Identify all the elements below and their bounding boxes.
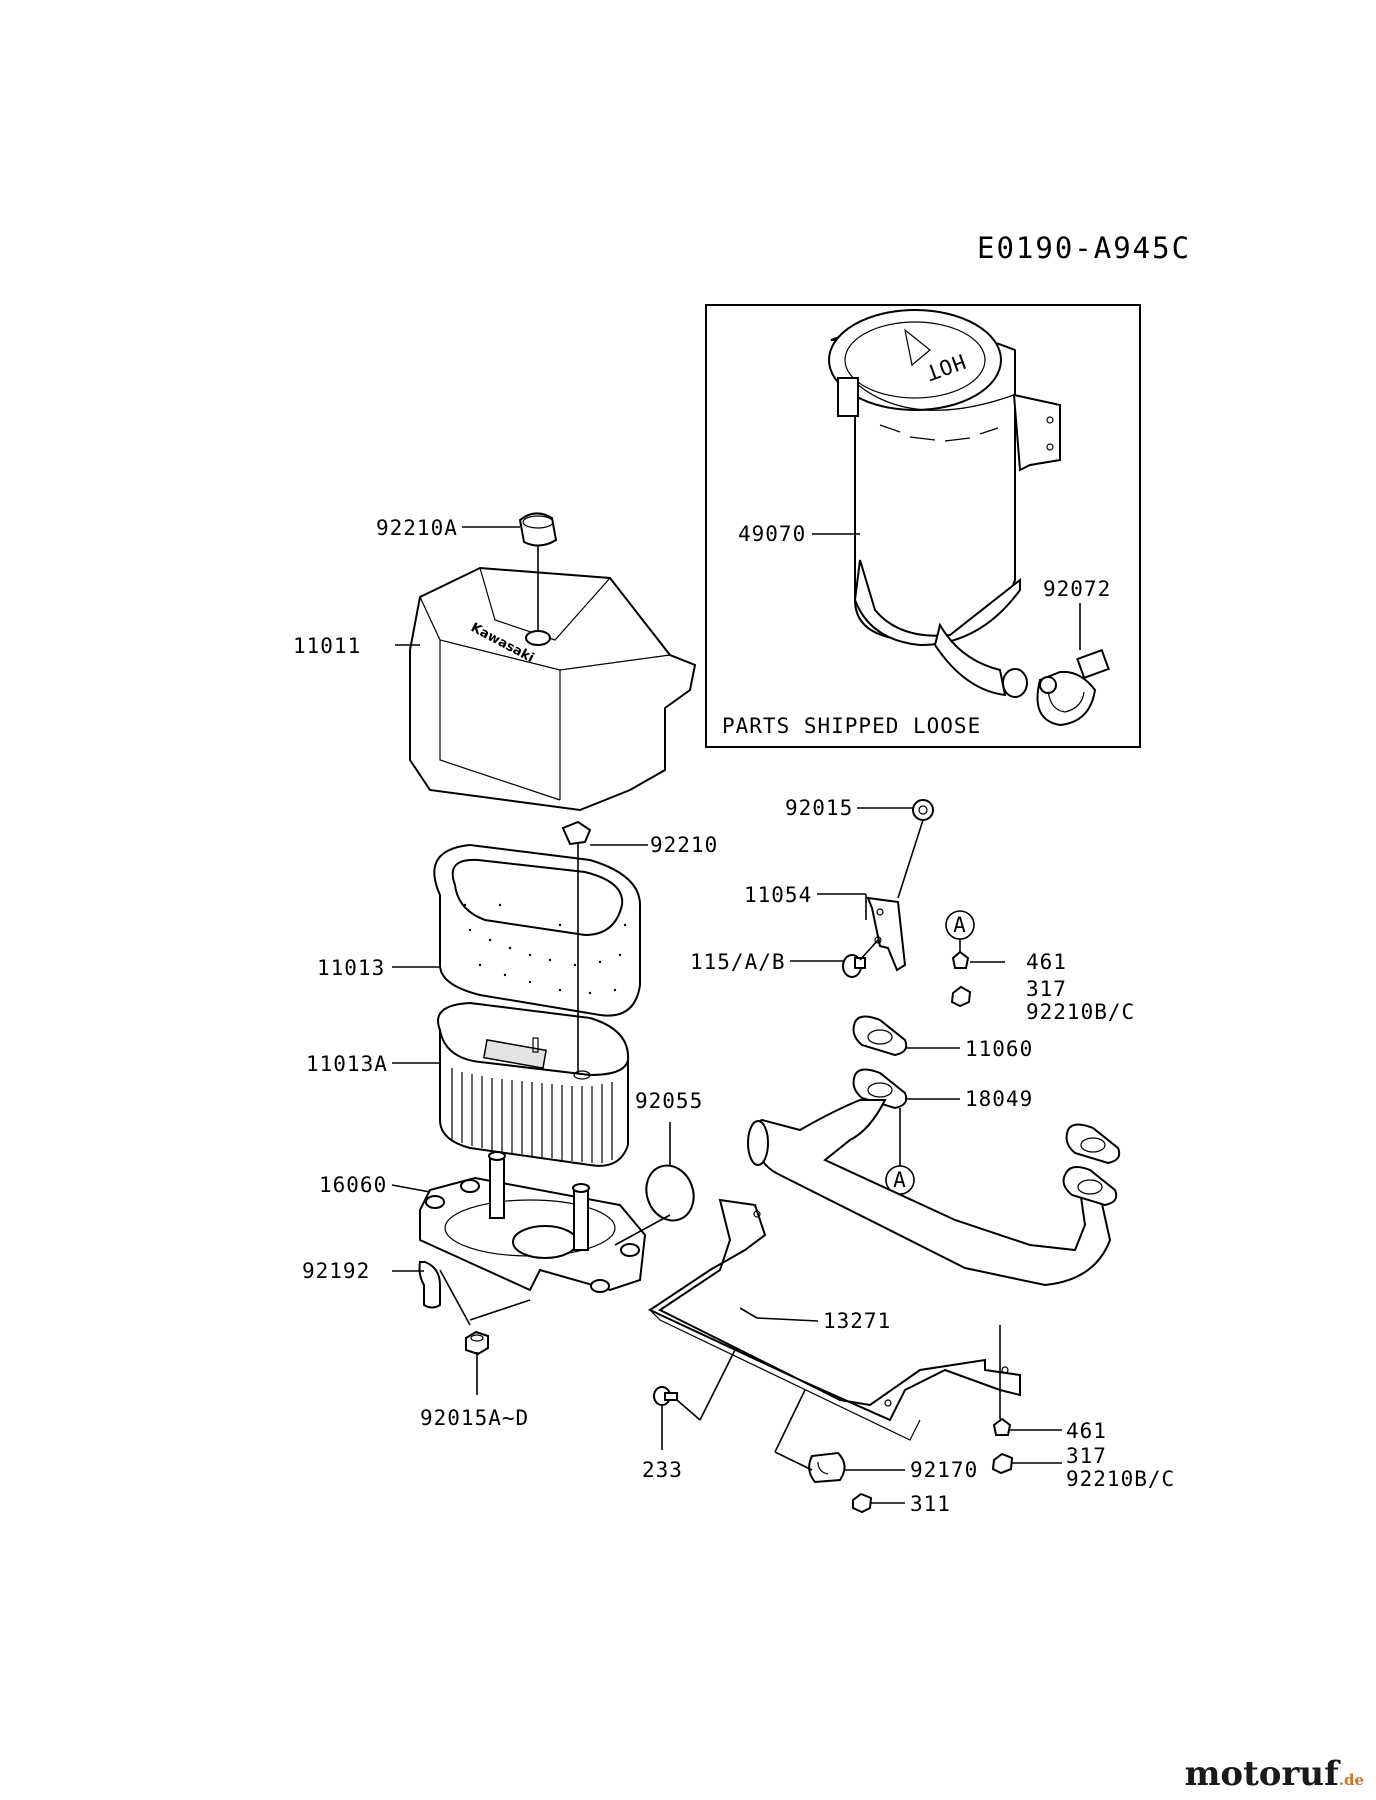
callout-92055: 92055 bbox=[635, 1089, 703, 1113]
callout-11011: 11011 bbox=[293, 634, 361, 658]
loose-parts-note: PARTS SHIPPED LOOSE bbox=[722, 714, 981, 738]
base-nut bbox=[465, 1330, 489, 1356]
callout-11060: 11060 bbox=[965, 1037, 1033, 1061]
callout-461-upper: 461 bbox=[1026, 950, 1067, 974]
callout-92170: 92170 bbox=[910, 1458, 978, 1482]
watermark-logo: motoruf.de bbox=[1184, 1754, 1364, 1794]
nut-lower bbox=[991, 1452, 1014, 1475]
exhaust-gasket bbox=[852, 1015, 908, 1057]
callout-461-lower: 461 bbox=[1066, 1419, 1107, 1443]
callout-11054: 11054 bbox=[744, 883, 812, 907]
callout-92210BC-upper: 92210B/C bbox=[1026, 1000, 1135, 1024]
washer-upper bbox=[951, 950, 970, 969]
callout-92015: 92015 bbox=[785, 796, 853, 820]
muffler: HOT bbox=[828, 309, 1061, 698]
leader-lines bbox=[391, 526, 1081, 1504]
callout-16060: 16060 bbox=[319, 1173, 387, 1197]
air-cleaner-base bbox=[419, 1151, 647, 1293]
exhaust-pipe bbox=[747, 1099, 1121, 1287]
callout-92072: 92072 bbox=[1043, 577, 1111, 601]
pipe-clamp bbox=[808, 1451, 846, 1484]
washer-lower bbox=[992, 1417, 1012, 1436]
breather-hose bbox=[418, 1261, 441, 1309]
bracket-plate bbox=[866, 896, 907, 972]
callout-317-lower: 317 bbox=[1066, 1444, 1107, 1468]
callout-115AB: 115/A/B bbox=[690, 950, 786, 974]
callout-18049: 18049 bbox=[965, 1087, 1033, 1111]
wing-nut-knob bbox=[518, 512, 558, 547]
air-filter-element bbox=[437, 1001, 630, 1167]
muffler-clamp bbox=[1036, 648, 1110, 727]
o-ring bbox=[645, 1164, 695, 1222]
ref-marker-upper-label: A bbox=[953, 913, 967, 937]
callout-92210BC-lower: 92210B/C bbox=[1066, 1467, 1175, 1491]
callout-92210A: 92210A bbox=[376, 516, 458, 540]
diagram-code: E0190-A945C bbox=[977, 231, 1191, 265]
callout-11013A: 11013A bbox=[306, 1052, 388, 1076]
clamp-nut bbox=[852, 1492, 873, 1514]
callout-49070: 49070 bbox=[738, 522, 806, 546]
callout-11013: 11013 bbox=[317, 956, 385, 980]
callout-92210: 92210 bbox=[650, 833, 718, 857]
pre-cleaner-foam bbox=[433, 843, 641, 1017]
exhaust-flange bbox=[852, 1068, 908, 1110]
watermark-suffix: .de bbox=[1338, 1771, 1364, 1789]
callout-92015A-D: 92015A~D bbox=[420, 1406, 529, 1430]
bracket-nut bbox=[912, 799, 934, 821]
ref-marker-lower-label: A bbox=[893, 1168, 907, 1192]
air-cleaner-cover: Kawasaki bbox=[409, 566, 697, 812]
heat-shield bbox=[647, 1198, 1021, 1441]
shield-bolt bbox=[653, 1386, 678, 1406]
small-wing-nut bbox=[561, 820, 592, 846]
callout-13271: 13271 bbox=[823, 1309, 891, 1333]
callout-233: 233 bbox=[642, 1458, 683, 1482]
callout-317-upper: 317 bbox=[1026, 977, 1067, 1001]
callout-92192: 92192 bbox=[302, 1259, 370, 1283]
nut-upper bbox=[950, 985, 972, 1008]
loose-parts-box bbox=[705, 304, 1141, 748]
bracket-bolt bbox=[842, 954, 866, 978]
callout-311: 311 bbox=[910, 1492, 951, 1516]
watermark-name: motoruf bbox=[1184, 1754, 1339, 1794]
